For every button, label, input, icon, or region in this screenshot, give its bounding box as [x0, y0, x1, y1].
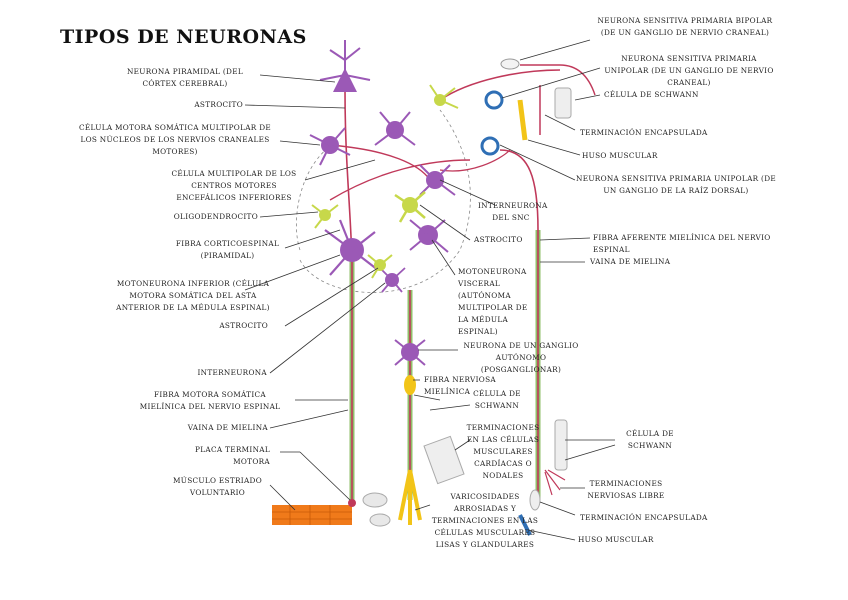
label-astrocito-3: ASTROCITO: [474, 235, 523, 244]
astrocyte-low: [367, 254, 393, 279]
motor-neuron-lower: [324, 219, 379, 276]
page-title: TIPOS DE NEURONAS: [60, 26, 307, 48]
label-motoneurona-visceral: MOTONEURONA VISCERAL (AUTÓNOMA MULTIPOLA…: [458, 267, 528, 336]
centers-axon: [329, 159, 471, 201]
interneuron-axon: [439, 149, 511, 172]
autonomic-ganglion-neuron: [394, 339, 426, 366]
unipolar-ganglion-cell: [480, 136, 500, 156]
astrocyte-top: [429, 84, 459, 109]
free-nerve-endings: [544, 469, 566, 496]
label-astrocito-1: ASTROCITO: [194, 100, 243, 109]
label-oligodendrocito: OLIGODENDROCITO: [173, 212, 258, 221]
label-interneurona-1: INTERNEURONA: [197, 368, 267, 377]
label-fibra-nerviosa-mielinica: FIBRA NERVIOSA MIELÍNICA: [424, 375, 496, 396]
pyramidal-neuron: [319, 40, 371, 92]
label-celula-schwann-3: CÉLULA DE SCHWANN: [626, 429, 674, 450]
gland-cell-2: [369, 513, 391, 527]
label-neurona-ganglio-autonomo: NEURONA DE UN GANGLIO AUTÓNOMO (POSGANGL…: [463, 341, 579, 374]
label-neurona-bipolar: NEURONA SENSITIVA PRIMARIA BIPOLAR (DE U…: [597, 16, 773, 37]
bipolar-neuron-body: [500, 58, 520, 70]
label-terminaciones-cardiacas: TERMINACIONES EN LAS CÉLULAS MUSCULARES …: [466, 423, 540, 480]
label-neurona-unipolar-raiz: NEURONA SENSITIVA PRIMARIA UNIPOLAR (DE …: [576, 174, 776, 195]
smooth-muscle-endings: [398, 469, 422, 525]
label-vaina-mielina-1: VAINA DE MIELINA: [187, 423, 268, 432]
skeletal-muscle: [272, 505, 352, 525]
label-celula-motora-somatica: CÉLULA MOTORA SOMÁTICA MULTIPOLAR DE LOS…: [79, 123, 271, 156]
astrocyte-mid: [394, 191, 426, 223]
label-celula-schwann-2: CÉLULA DE SCHWANN: [473, 389, 521, 410]
label-celula-multipolar-centros: CÉLULA MULTIPOLAR DE LOS CENTROS MOTORES…: [171, 169, 297, 202]
muscle-spindle-1: [517, 99, 528, 141]
gland-cell: [362, 492, 388, 508]
schwann-sheath: [554, 87, 572, 119]
muscle-spindle-2: [518, 514, 532, 536]
multipolar-neuron-centers: [374, 111, 416, 146]
interneuron-snc: [419, 164, 456, 196]
schwann-cell-1: [484, 90, 504, 110]
cardiac-muscle-cells: [423, 435, 465, 485]
label-motoneurona-inferior: MOTONEURONA INFERIOR (CÉLULA MOTORA SOMÁ…: [116, 279, 270, 312]
cranial-sensory-axon: [439, 69, 561, 101]
label-huso-muscular-2: HUSO MUSCULAR: [578, 535, 654, 544]
label-terminacion-encapsulada-2: TERMINACIÓN ENCAPSULADA: [580, 513, 708, 522]
schwann-cell-yellow: [404, 375, 416, 395]
label-neurona-unipolar-craneal: NEURONA SENSITIVA PRIMARIA UNIPOLAR (DE …: [604, 54, 774, 87]
encapsulated-ending-2: [529, 489, 541, 511]
interneuron-2: [379, 267, 406, 293]
oligodendrocyte: [311, 204, 339, 229]
label-huso-muscular-1: HUSO MUSCULAR: [582, 151, 658, 160]
leader-lines: [244, 39, 616, 541]
label-fibra-aferente: FIBRA AFERENTE MIELÍNICA DEL NERVIO ESPI…: [593, 233, 771, 254]
label-terminaciones-libres: TERMINACIONES NERVIOSAS LIBRE: [587, 479, 665, 500]
label-fibra-corticoespinal: FIBRA CORTICOESPINAL (PIRAMIDAL): [175, 239, 280, 260]
label-musculo-estriado: MÚSCULO ESTRIADO VOLUNTARIO: [173, 476, 262, 497]
visceral-motor-neuron: [409, 219, 449, 253]
label-fibra-motora-somatica: FIBRA MOTORA SOMÁTICA MIELÍNICA DEL NERV…: [139, 390, 281, 411]
motor-end-plate: [348, 499, 356, 507]
label-vaina-mielina-2: VAINA DE MIELINA: [590, 257, 671, 266]
schwann-sheath-2: [554, 419, 568, 471]
bipolar-axon: [520, 64, 596, 96]
label-varicosidades: VARICOSIDADES ARROSIADAS Y TERMINACIONES…: [431, 492, 539, 549]
label-celula-schwann-1: CÉLULA DE SCHWANN: [604, 90, 699, 99]
label-astrocito-2: ASTROCITO: [219, 321, 268, 330]
multipolar-neuron-cranial: [309, 127, 351, 166]
label-interneurona-snc: INTERNEURONA DEL SNC: [478, 201, 548, 222]
label-neurona-piramidal: NEURONA PIRAMIDAL (DEL CÓRTEX CEREBRAL): [127, 67, 243, 88]
label-terminacion-encapsulada-1: TERMINACIÓN ENCAPSULADA: [580, 128, 708, 137]
cranial-motor-axon: [329, 144, 431, 181]
cns-boundary: [299, 109, 471, 293]
label-placa-terminal: PLACA TERMINAL MOTORA: [195, 445, 270, 466]
